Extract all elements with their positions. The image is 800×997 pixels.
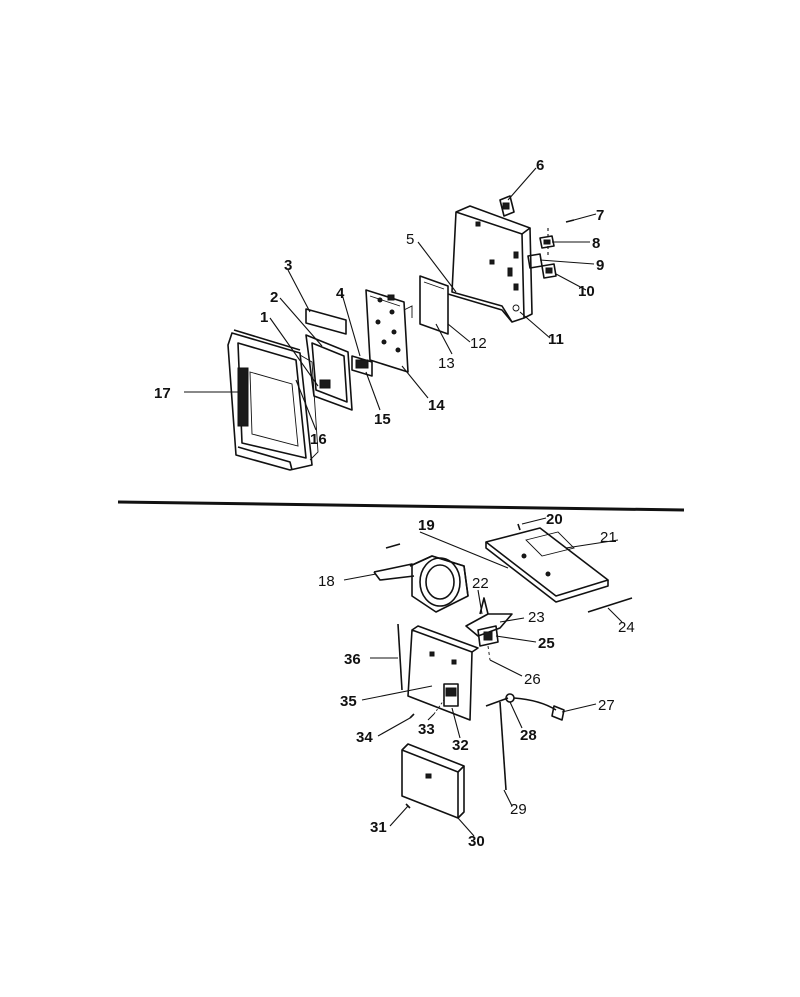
label-35: 35 <box>340 693 357 710</box>
label-23: 23 <box>528 609 545 626</box>
label-26: 26 <box>524 671 541 688</box>
part-6-clip <box>499 195 515 217</box>
label-4: 4 <box>336 285 345 302</box>
label-22: 22 <box>472 575 489 592</box>
part-29-element <box>499 701 507 791</box>
label-18: 18 <box>318 573 335 590</box>
part-13-shield <box>419 275 449 335</box>
label-2: 2 <box>270 289 278 306</box>
part-8-switch <box>539 235 555 249</box>
label-16: 16 <box>310 431 327 448</box>
label-30: 30 <box>468 833 485 850</box>
part-32-capacitor <box>443 683 459 707</box>
part-10-switch <box>541 263 557 279</box>
label-11: 11 <box>548 331 564 348</box>
part-25-motor <box>477 625 499 661</box>
lower-leader-lines <box>343 517 623 837</box>
label-13: 13 <box>438 355 455 372</box>
label-15: 15 <box>374 411 391 428</box>
label-31: 31 <box>370 819 387 836</box>
label-14: 14 <box>428 397 445 414</box>
label-32: 32 <box>452 737 469 754</box>
label-36: 36 <box>344 651 361 668</box>
upper-leader-lines <box>184 167 597 431</box>
part-27-connector <box>551 705 565 721</box>
part-17-control-panel <box>227 329 319 471</box>
label-29: 29 <box>510 801 527 818</box>
part-28-wire <box>485 693 557 711</box>
part-20-screw <box>517 523 521 531</box>
part-15-connector <box>351 355 373 377</box>
part-34-screw <box>409 713 415 719</box>
label-21: 21 <box>600 529 617 546</box>
part-35-back-panel <box>407 625 479 721</box>
part-24-heater-rod <box>587 597 633 613</box>
part-18-fan-shroud <box>373 555 469 613</box>
label-10: 10 <box>578 283 595 300</box>
part-36-element <box>397 623 403 691</box>
label-27: 27 <box>598 697 615 714</box>
part-19-clip <box>385 543 401 549</box>
part-33-screw <box>433 699 445 715</box>
part-14-control-board <box>365 289 413 373</box>
label-33: 33 <box>418 721 435 738</box>
label-19: 19 <box>418 517 435 534</box>
label-28: 28 <box>520 727 537 744</box>
part-21-cover <box>485 527 609 603</box>
label-6: 6 <box>536 157 544 174</box>
label-7: 7 <box>596 207 604 224</box>
part-labels: 1 2 3 4 5 6 7 8 9 10 11 12 13 14 15 16 1… <box>154 157 635 850</box>
label-5: 5 <box>406 231 414 248</box>
label-9: 9 <box>596 257 604 274</box>
label-1: 1 <box>260 309 268 326</box>
part-30-bracket <box>401 743 465 819</box>
label-12: 12 <box>470 335 487 352</box>
label-20: 20 <box>546 511 563 528</box>
label-24: 24 <box>618 619 635 636</box>
label-8: 8 <box>592 235 600 252</box>
section-divider <box>117 500 685 512</box>
part-3-overlay <box>305 308 347 335</box>
label-17: 17 <box>154 385 171 402</box>
label-25: 25 <box>538 635 555 652</box>
part-7-screw <box>565 219 575 223</box>
part-11-bracket <box>447 205 533 323</box>
label-3: 3 <box>284 257 292 274</box>
label-34: 34 <box>356 729 373 746</box>
